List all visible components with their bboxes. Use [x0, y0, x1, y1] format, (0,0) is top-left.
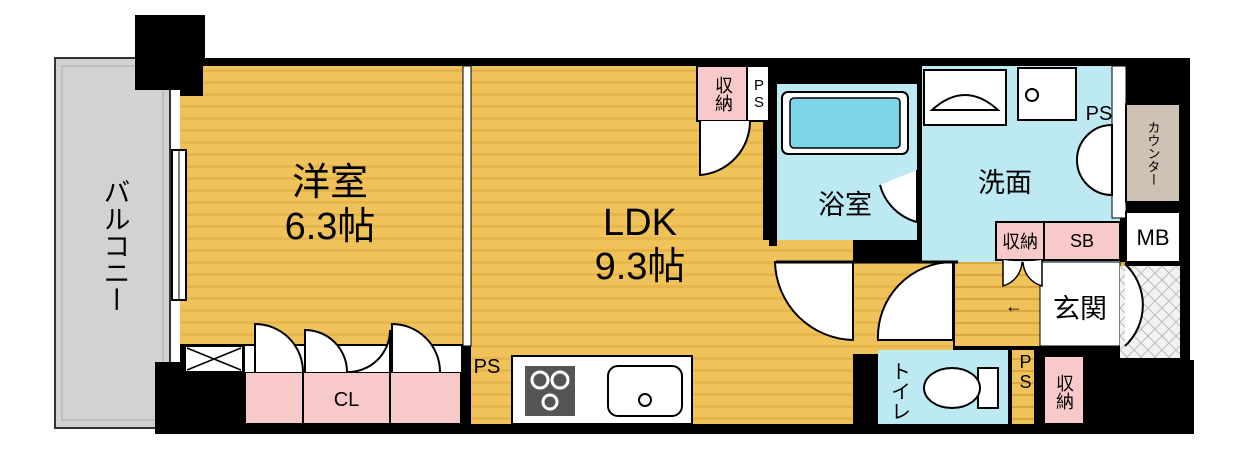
balcony-area [54, 57, 171, 429]
counter [1125, 103, 1181, 203]
storage-top-label: 収納 [713, 76, 733, 112]
bath-label: 浴室 [818, 189, 872, 220]
sink [607, 365, 683, 417]
partition-wall [462, 65, 472, 347]
washroom-label: 洗面 [978, 167, 1032, 198]
meter-box-label: MB [1136, 225, 1170, 250]
western-room-floor [180, 66, 463, 344]
toilet-label: トイレ [887, 361, 910, 421]
western-room-name: 洋室 [291, 162, 368, 204]
ps-toilet-left-label: PS [856, 355, 874, 389]
counter-label: カウンター [1145, 120, 1161, 186]
ps-wash-label: PS [1085, 102, 1113, 125]
entrance-label: 玄関 [1053, 293, 1107, 324]
toilet-bowl [923, 367, 981, 409]
closet-doors [254, 322, 441, 374]
shoe-box [1043, 221, 1121, 261]
balcony-label: バルコニー [99, 177, 130, 313]
closet-label: CL [333, 388, 360, 411]
meter-box [1125, 211, 1181, 263]
svg-text:←: ← [1005, 296, 1023, 316]
ps-kitchen-label: PS [473, 355, 501, 378]
western-room-label: 洋室 6.3帖 [265, 150, 395, 260]
storage-entry-label: 収納 [1002, 232, 1038, 252]
wall-column [155, 362, 185, 434]
shoe-box-label: SB [1069, 230, 1094, 251]
ldk-size: 9.3帖 [594, 246, 686, 288]
washing-machine [1017, 67, 1077, 121]
western-room-size: 6.3帖 [284, 206, 376, 248]
storage-bottom-label: 収納 [1054, 374, 1074, 410]
storage-bottom [1043, 355, 1085, 425]
ps-bottom-right-label: PS [1093, 369, 1114, 387]
ldk-name: LDK [603, 202, 677, 244]
ldk-label: LDK 9.3帖 [555, 190, 725, 300]
ps-top-label: PS [750, 77, 768, 111]
ps-toilet-right-label: PS [1015, 352, 1036, 392]
storage-top [696, 65, 748, 122]
